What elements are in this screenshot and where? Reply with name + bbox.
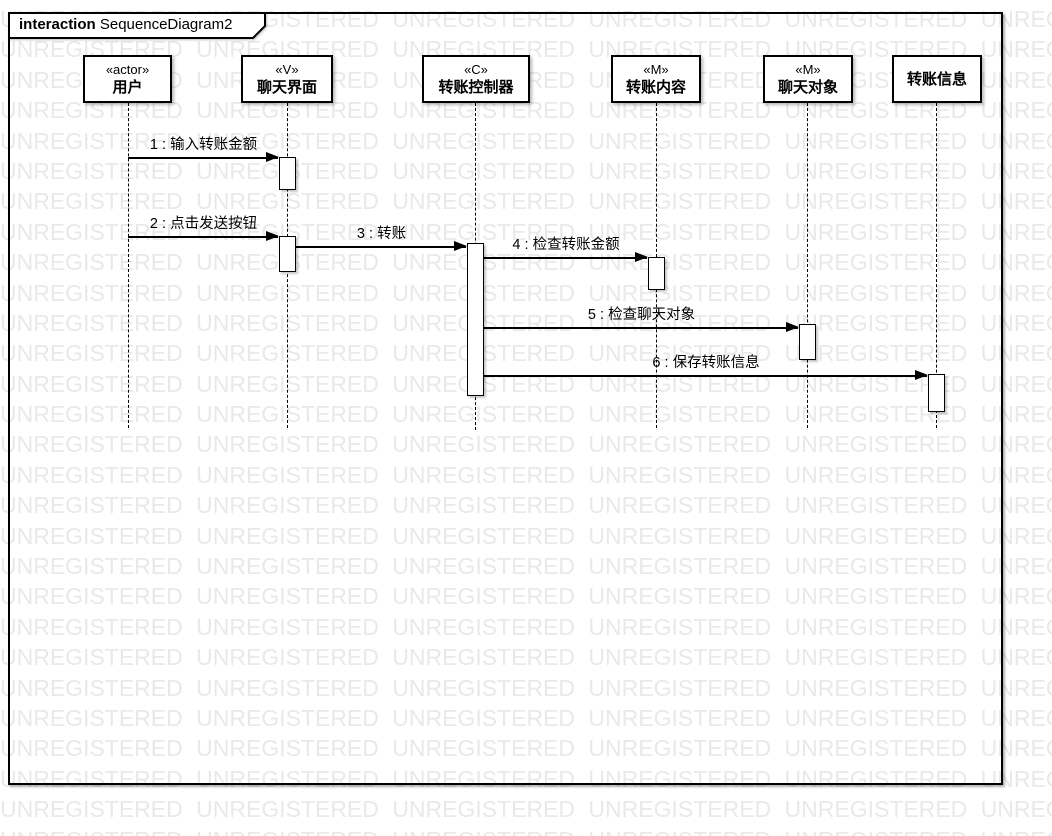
lifeline-name: 转账内容 <box>625 78 686 96</box>
message-6[interactable]: 6 : 保存转账信息 <box>484 354 928 380</box>
arrowhead-icon <box>786 322 799 332</box>
arrowhead-icon <box>635 252 648 262</box>
message-4-line <box>484 257 647 259</box>
lifeline-name: 转账控制器 <box>438 78 514 96</box>
arrowhead-icon <box>266 231 279 241</box>
lifeline-line-user[interactable] <box>128 103 129 428</box>
activation-chat-ui-1[interactable] <box>279 157 296 190</box>
lifeline-line-chat-target[interactable] <box>807 103 808 428</box>
lifeline-header-chat-ui[interactable]: «V» 聊天界面 <box>241 55 333 103</box>
frame-label-tab[interactable] <box>8 12 268 40</box>
frame-title: interaction SequenceDiagram2 <box>19 12 232 38</box>
activation-transfer-content[interactable] <box>648 257 665 290</box>
frame-name: SequenceDiagram2 <box>99 16 233 33</box>
message-1-line <box>128 157 278 159</box>
message-4[interactable]: 4 : 检查转账金额 <box>484 236 648 262</box>
message-4-label: 4 : 检查转账金额 <box>512 237 620 253</box>
activation-transfer-info[interactable] <box>928 374 945 412</box>
lifeline-name: 聊天界面 <box>256 78 317 96</box>
lifeline-name: 用户 <box>112 78 143 96</box>
message-2-line <box>128 236 278 238</box>
message-6-line <box>484 375 927 377</box>
message-5-label: 5 : 检查聊天对象 <box>587 307 696 323</box>
lifeline-name: 聊天对象 <box>777 78 838 96</box>
lifeline-stereotype: «M» <box>643 61 669 77</box>
activation-chat-target[interactable] <box>799 324 816 360</box>
message-5[interactable]: 5 : 检查聊天对象 <box>484 306 799 332</box>
message-1-label: 1 : 输入转账金额 <box>149 137 258 153</box>
lifeline-stereotype: «actor» <box>105 61 150 77</box>
message-3[interactable]: 3 : 转账 <box>296 225 467 251</box>
arrowhead-icon <box>915 370 928 380</box>
lifeline-header-user[interactable]: «actor» 用户 <box>83 55 172 103</box>
message-2[interactable]: 2 : 点击发送按钮 <box>128 215 279 241</box>
lifeline-header-chat-target[interactable]: «M» 聊天对象 <box>763 55 853 103</box>
message-3-label: 3 : 转账 <box>356 226 407 242</box>
lifeline-stereotype: «V» <box>275 61 299 77</box>
lifeline-line-transfer-info[interactable] <box>936 103 937 428</box>
activation-transfer-controller[interactable] <box>467 243 484 396</box>
message-3-line <box>296 246 466 248</box>
arrowhead-icon <box>266 152 279 162</box>
uml-frame[interactable] <box>8 12 1003 785</box>
message-6-label: 6 : 保存转账信息 <box>652 355 760 371</box>
lifeline-name: 转账信息 <box>906 70 967 88</box>
lifeline-stereotype: «M» <box>795 61 821 77</box>
frame-keyword: interaction <box>19 16 96 33</box>
arrowhead-icon <box>454 241 467 251</box>
lifeline-header-transfer-controller[interactable]: «C» 转账控制器 <box>422 55 530 103</box>
message-2-label: 2 : 点击发送按钮 <box>149 216 258 232</box>
message-5-line <box>484 327 798 329</box>
lifeline-header-transfer-info[interactable]: 转账信息 <box>892 55 982 103</box>
message-1[interactable]: 1 : 输入转账金额 <box>128 136 279 162</box>
activation-chat-ui-2[interactable] <box>279 236 296 272</box>
lifeline-header-transfer-content[interactable]: «M» 转账内容 <box>611 55 701 103</box>
lifeline-stereotype: «C» <box>464 61 488 77</box>
